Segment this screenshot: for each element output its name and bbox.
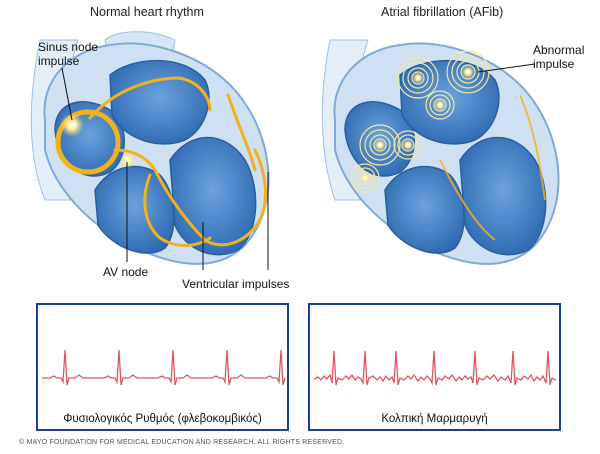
sinus-node-glow [60,113,84,137]
afib-ecg-trace [313,350,557,386]
afib-heart [321,39,560,265]
heart-illustrations [30,31,560,270]
sinus-node-label: Sinus node impulse [38,40,99,68]
right-ventricle-right [384,165,465,254]
leader-lines [61,63,536,270]
normal-ecg-caption: Φυσιολογικός Ρυθμός (φλεβοκομβικός) [63,413,262,425]
afib-title: Atrial fibrillation (AFib) [381,5,504,19]
afib-paths [439,94,546,241]
afib-ecg-panel: Κολπική Μαρμαρυγή [308,303,561,431]
left-ventricle-right [459,136,547,256]
impulse-paths-left [55,76,267,247]
ventricular-impulses-label: Ventricular impulses [182,277,290,291]
left-atrium-left [109,59,210,145]
normal-rhythm-title: Normal heart rhythm [90,5,204,19]
abnormal-impulse-label: Abnormal impulse [533,43,585,71]
av-node-label: AV node [103,265,149,279]
normal-ecg-trace [42,349,286,386]
afib-ecg-caption: Κολπική Μαρμαρυγή [381,413,488,425]
normal-heart [30,31,270,265]
av-node-glow [120,152,136,168]
copyright-notice: © MAYO FOUNDATION FOR MEDICAL EDUCATION … [19,439,345,446]
normal-ecg-panel: Φυσιολογικός Ρυθμός (φλεβοκομβικός) [36,303,289,431]
chaotic-impulses [350,50,490,193]
